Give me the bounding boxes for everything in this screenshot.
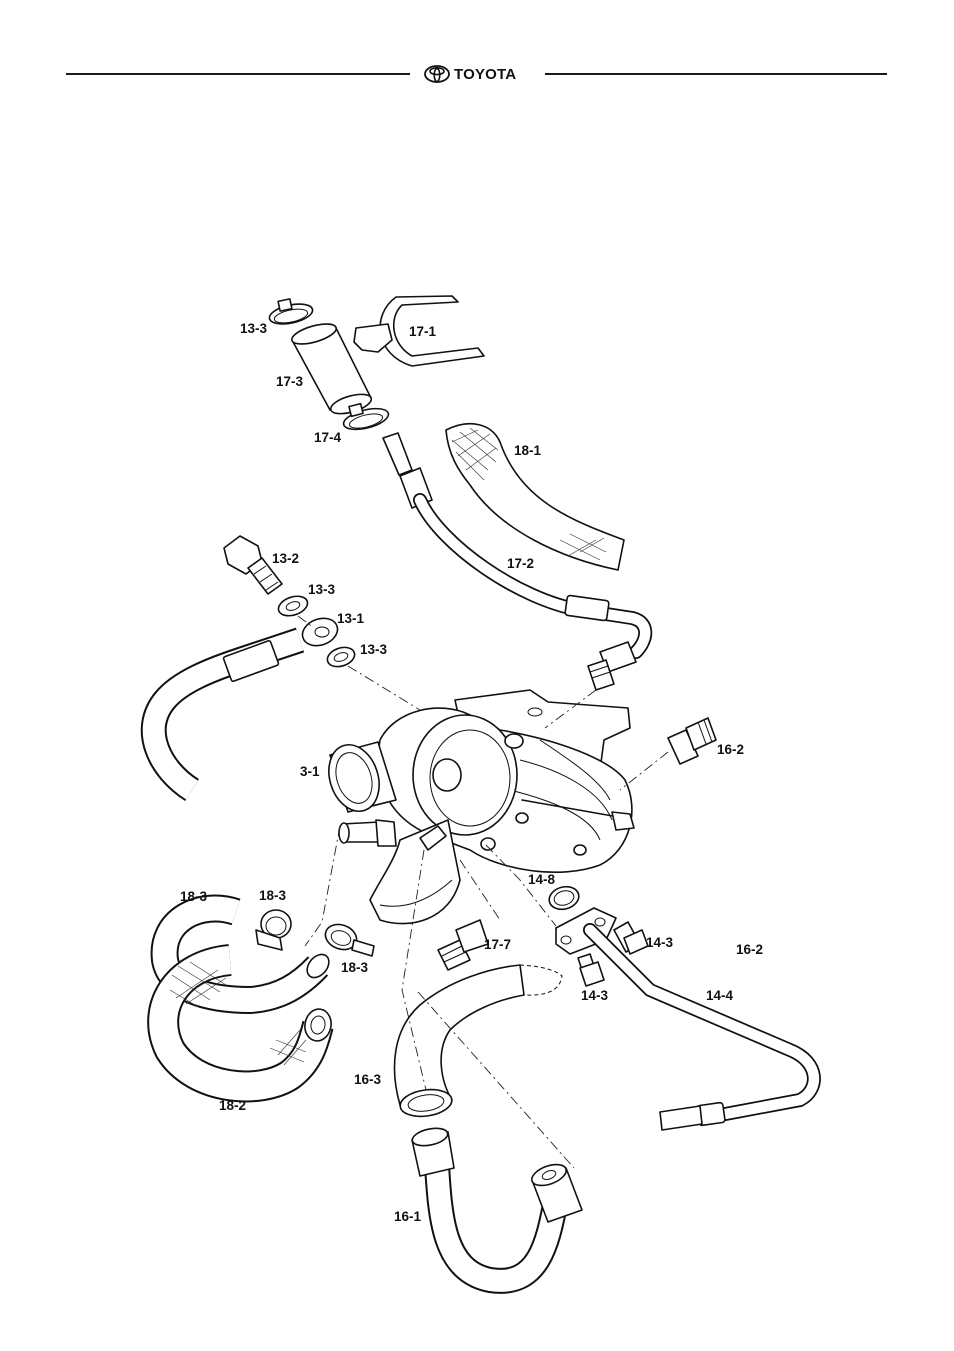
label-17-1: 17-2 bbox=[507, 556, 534, 571]
gasket-13-3-lower bbox=[326, 646, 356, 668]
pipe-16-1 bbox=[411, 1127, 583, 1294]
label-17-3: 13-3 bbox=[240, 321, 268, 336]
oil-pipe-14-4 bbox=[555, 907, 821, 1131]
union-17-4 bbox=[437, 919, 489, 971]
brand-header: TOYOTA bbox=[424, 63, 516, 85]
label-13-2: 13-2 bbox=[272, 551, 299, 566]
hose-clamp-18-3-right bbox=[324, 923, 375, 957]
label-14-4: 14-4 bbox=[706, 988, 734, 1003]
oil-pipe-17-1 bbox=[382, 432, 653, 691]
label-14-8: 14-8 bbox=[528, 872, 556, 887]
hose-clamp-18-3-left bbox=[255, 909, 292, 951]
brand-name: TOYOTA bbox=[454, 65, 517, 83]
hose-18-1 bbox=[147, 944, 334, 1103]
bracket-16-4 bbox=[353, 295, 485, 367]
label-18-1: 18-2 bbox=[219, 1098, 246, 1113]
toyota-emblem-icon bbox=[424, 65, 450, 83]
hose-clamp-17-3-lower bbox=[342, 402, 390, 431]
oil-hose-13-1 bbox=[140, 617, 339, 802]
label-17-3: 17-4 bbox=[314, 430, 342, 445]
label-16-2: 16-2 bbox=[736, 942, 763, 957]
protector-17-7 bbox=[445, 422, 625, 571]
label-17-2: 17-3 bbox=[276, 374, 304, 389]
turbocharger-3-1 bbox=[328, 689, 635, 925]
header-rule-right bbox=[545, 73, 887, 75]
part-labels: 13-3 17-1 17-3 17-4 18-1 13-2 17-2 13-3 … bbox=[180, 321, 763, 1224]
label-16-4: 17-1 bbox=[409, 324, 437, 339]
label-18-3: 18-3 bbox=[259, 888, 287, 903]
gasket-13-3-upper bbox=[277, 595, 309, 617]
label-13-3: 13-3 bbox=[360, 642, 388, 657]
label-13-1: 13-1 bbox=[337, 611, 365, 626]
bolt-14-3-right bbox=[613, 921, 649, 955]
nipple-16-2-upper bbox=[667, 717, 717, 765]
gasket-14-8 bbox=[548, 885, 580, 911]
label-16-2: 16-2 bbox=[717, 742, 744, 757]
union-bolt-13-2 bbox=[223, 535, 283, 595]
header-rule-left bbox=[66, 73, 410, 75]
bolt-14-3-left bbox=[577, 953, 605, 987]
label-17-4: 17-7 bbox=[484, 937, 511, 952]
hose-clamp-17-3-upper bbox=[268, 298, 314, 325]
label-16-1: 16-1 bbox=[394, 1209, 422, 1224]
label-13-3: 13-3 bbox=[308, 582, 336, 597]
label-14-3: 14-3 bbox=[646, 935, 674, 950]
label-17-7: 18-1 bbox=[514, 443, 542, 458]
alignment-leader-lines bbox=[297, 615, 669, 1169]
label-18-3: 18-3 bbox=[341, 960, 369, 975]
label-18-2: 18-3 bbox=[180, 889, 208, 904]
label-3-1: 3-1 bbox=[300, 764, 320, 779]
label-16-3: 16-3 bbox=[354, 1072, 382, 1087]
hose-16-3 bbox=[393, 964, 563, 1118]
label-14-3: 14-3 bbox=[581, 988, 609, 1003]
